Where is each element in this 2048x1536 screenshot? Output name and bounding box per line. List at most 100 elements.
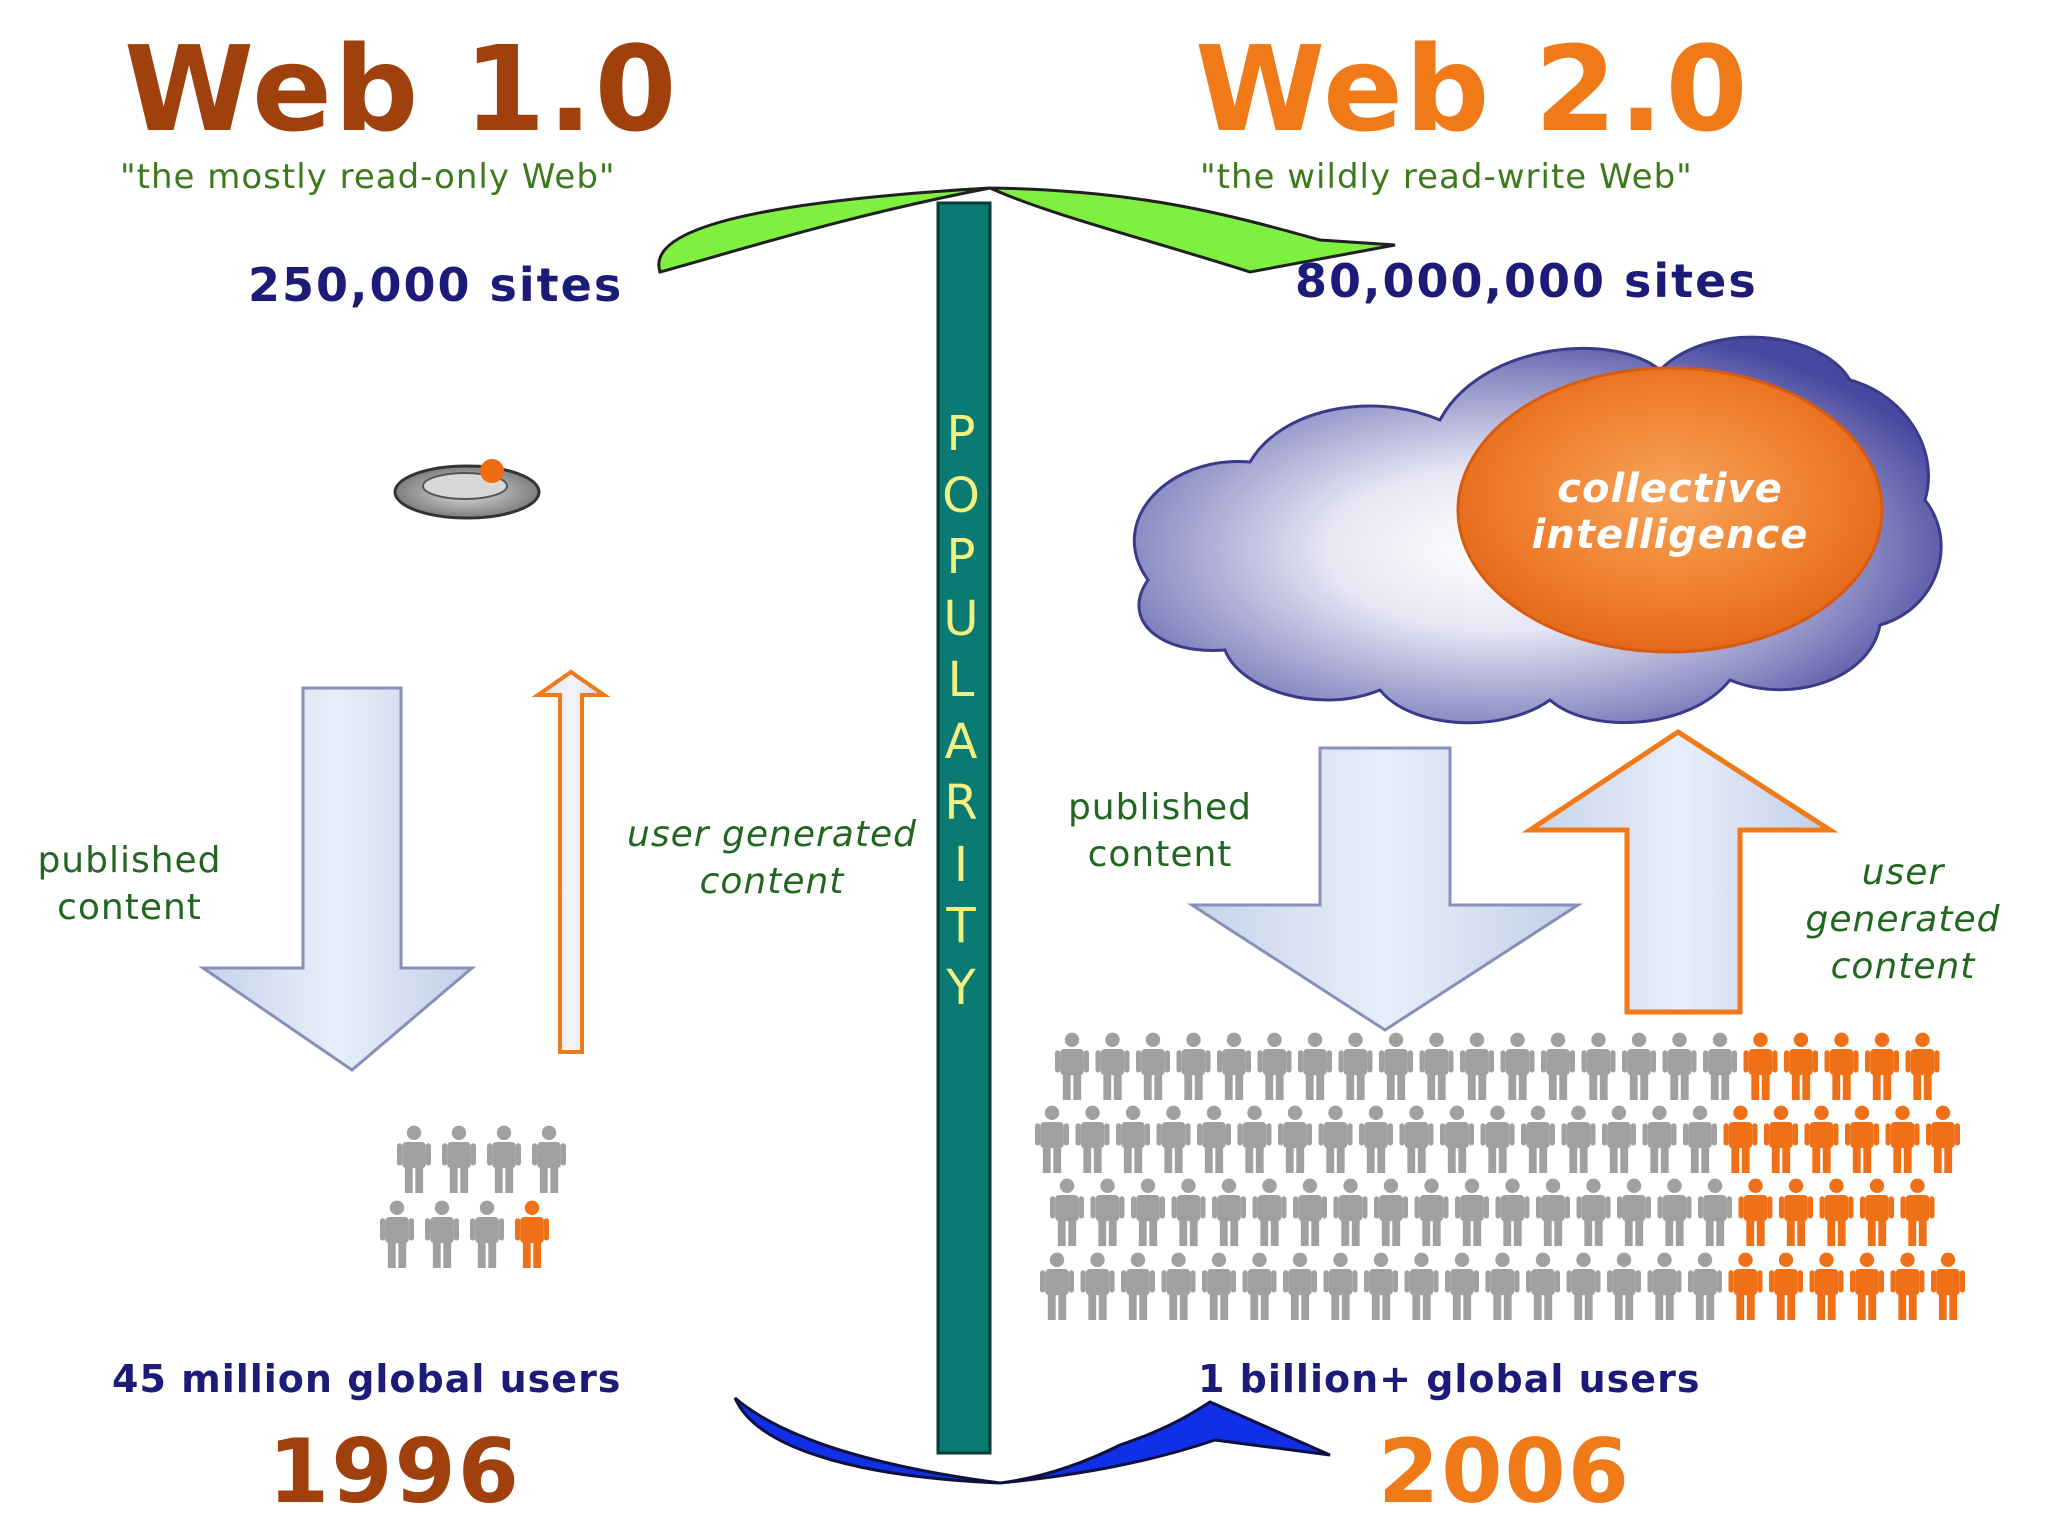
web1-subtitle: "the mostly read-only Web" (120, 157, 616, 197)
person-icon (1536, 1178, 1570, 1246)
person-icon (1809, 1252, 1844, 1320)
web2-title: Web 2.0 (1195, 20, 1750, 158)
person-icon (1698, 1178, 1732, 1246)
person-icon (397, 1125, 431, 1193)
person-icon (1404, 1252, 1439, 1320)
popularity-letter: T (946, 898, 976, 954)
person-icon (1121, 1252, 1155, 1320)
person-icon (1419, 1032, 1454, 1100)
person-icon (1298, 1032, 1332, 1100)
person-icon (1212, 1178, 1246, 1246)
person-icon (1804, 1105, 1839, 1173)
popularity-letter: O (942, 467, 980, 524)
person-icon (1495, 1178, 1530, 1246)
person-icon (1926, 1105, 1960, 1173)
person-icon (1455, 1178, 1489, 1246)
web1-year: 1996 (268, 1420, 521, 1523)
web2-user-content-label: user generated content (1805, 852, 2001, 987)
person-icon (1581, 1032, 1616, 1100)
person-icon (1850, 1252, 1884, 1320)
published-content-arrow-down-right (1186, 746, 1584, 1032)
popularity-letter: R (944, 775, 978, 831)
web2-crowd (1035, 1032, 1965, 1320)
person-icon (1333, 1178, 1368, 1246)
person-icon (487, 1125, 521, 1193)
person-icon (1764, 1105, 1798, 1173)
web1-user-content-label: user generated content (627, 814, 917, 902)
web2-published-content-label: published content (1067, 787, 1253, 875)
person-icon (1293, 1178, 1327, 1246)
published-content-arrow-down-left (198, 686, 477, 1072)
person-icon (1824, 1032, 1859, 1100)
person-icon (1364, 1252, 1398, 1320)
person-icon (1237, 1105, 1272, 1173)
person-icon (1657, 1178, 1692, 1246)
person-icon (1171, 1178, 1206, 1246)
person-icon (1885, 1105, 1920, 1173)
person-icon (1688, 1252, 1722, 1320)
collective-intelligence-orb (1456, 366, 1884, 654)
person-icon (1399, 1105, 1434, 1173)
person-icon (1035, 1105, 1069, 1173)
person-icon (1095, 1032, 1130, 1100)
person-icon (1784, 1032, 1818, 1100)
person-icon (1379, 1032, 1413, 1100)
person-icon (515, 1200, 549, 1268)
person-icon (1647, 1252, 1682, 1320)
person-icon (1055, 1032, 1089, 1100)
person-icon (1278, 1105, 1312, 1173)
person-icon (1323, 1252, 1358, 1320)
person-icon (1283, 1252, 1317, 1320)
web2-sites-count: 80,000,000 sites (1295, 254, 1758, 308)
person-icon (1526, 1252, 1560, 1320)
person-icon (1890, 1252, 1925, 1320)
popularity-letter: P (946, 529, 976, 585)
person-icon (1485, 1252, 1520, 1320)
person-icon (1642, 1105, 1677, 1173)
person-icon (1242, 1252, 1277, 1320)
web1-global-users: 45 million global users (112, 1357, 622, 1401)
person-icon (1040, 1252, 1074, 1320)
web2-year: 2006 (1378, 1420, 1631, 1523)
person-icon (1116, 1105, 1150, 1173)
person-icon (1197, 1105, 1231, 1173)
user-content-arrow-up-left (531, 669, 611, 1054)
popularity-bar (936, 201, 992, 1455)
person-icon (1541, 1032, 1575, 1100)
person-icon (1602, 1105, 1636, 1173)
person-icon (1743, 1032, 1778, 1100)
person-icon (1905, 1032, 1940, 1100)
web1-sites-count: 250,000 sites (248, 258, 624, 312)
popularity-letter: U (943, 590, 979, 647)
person-icon (1202, 1252, 1236, 1320)
person-icon (1900, 1178, 1935, 1246)
person-icon (1090, 1178, 1125, 1246)
person-icon (1769, 1252, 1803, 1320)
person-icon (1252, 1178, 1287, 1246)
person-icon (1156, 1105, 1191, 1173)
person-icon (1617, 1178, 1651, 1246)
person-icon (1374, 1178, 1408, 1246)
collective-intelligence-label: collective intelligence (1531, 466, 1809, 558)
popularity-letter: P (946, 406, 976, 462)
person-icon (1414, 1178, 1449, 1246)
web2-global-users: 1 billion+ global users (1198, 1357, 1701, 1401)
person-icon (1779, 1178, 1813, 1246)
satellite-icon (393, 459, 541, 520)
person-icon (1865, 1032, 1899, 1100)
web1-published-content-label: published content (37, 840, 222, 928)
person-icon (1819, 1178, 1854, 1246)
person-icon (1359, 1105, 1393, 1173)
person-icon (1521, 1105, 1555, 1173)
person-icon (1445, 1252, 1479, 1320)
person-icon (1607, 1252, 1641, 1320)
person-icon (1845, 1105, 1879, 1173)
person-icon (1318, 1105, 1353, 1173)
person-icon (1257, 1032, 1292, 1100)
person-icon (1136, 1032, 1170, 1100)
person-icon (1703, 1032, 1737, 1100)
web1-crowd (380, 1125, 566, 1268)
person-icon (1931, 1252, 1965, 1320)
